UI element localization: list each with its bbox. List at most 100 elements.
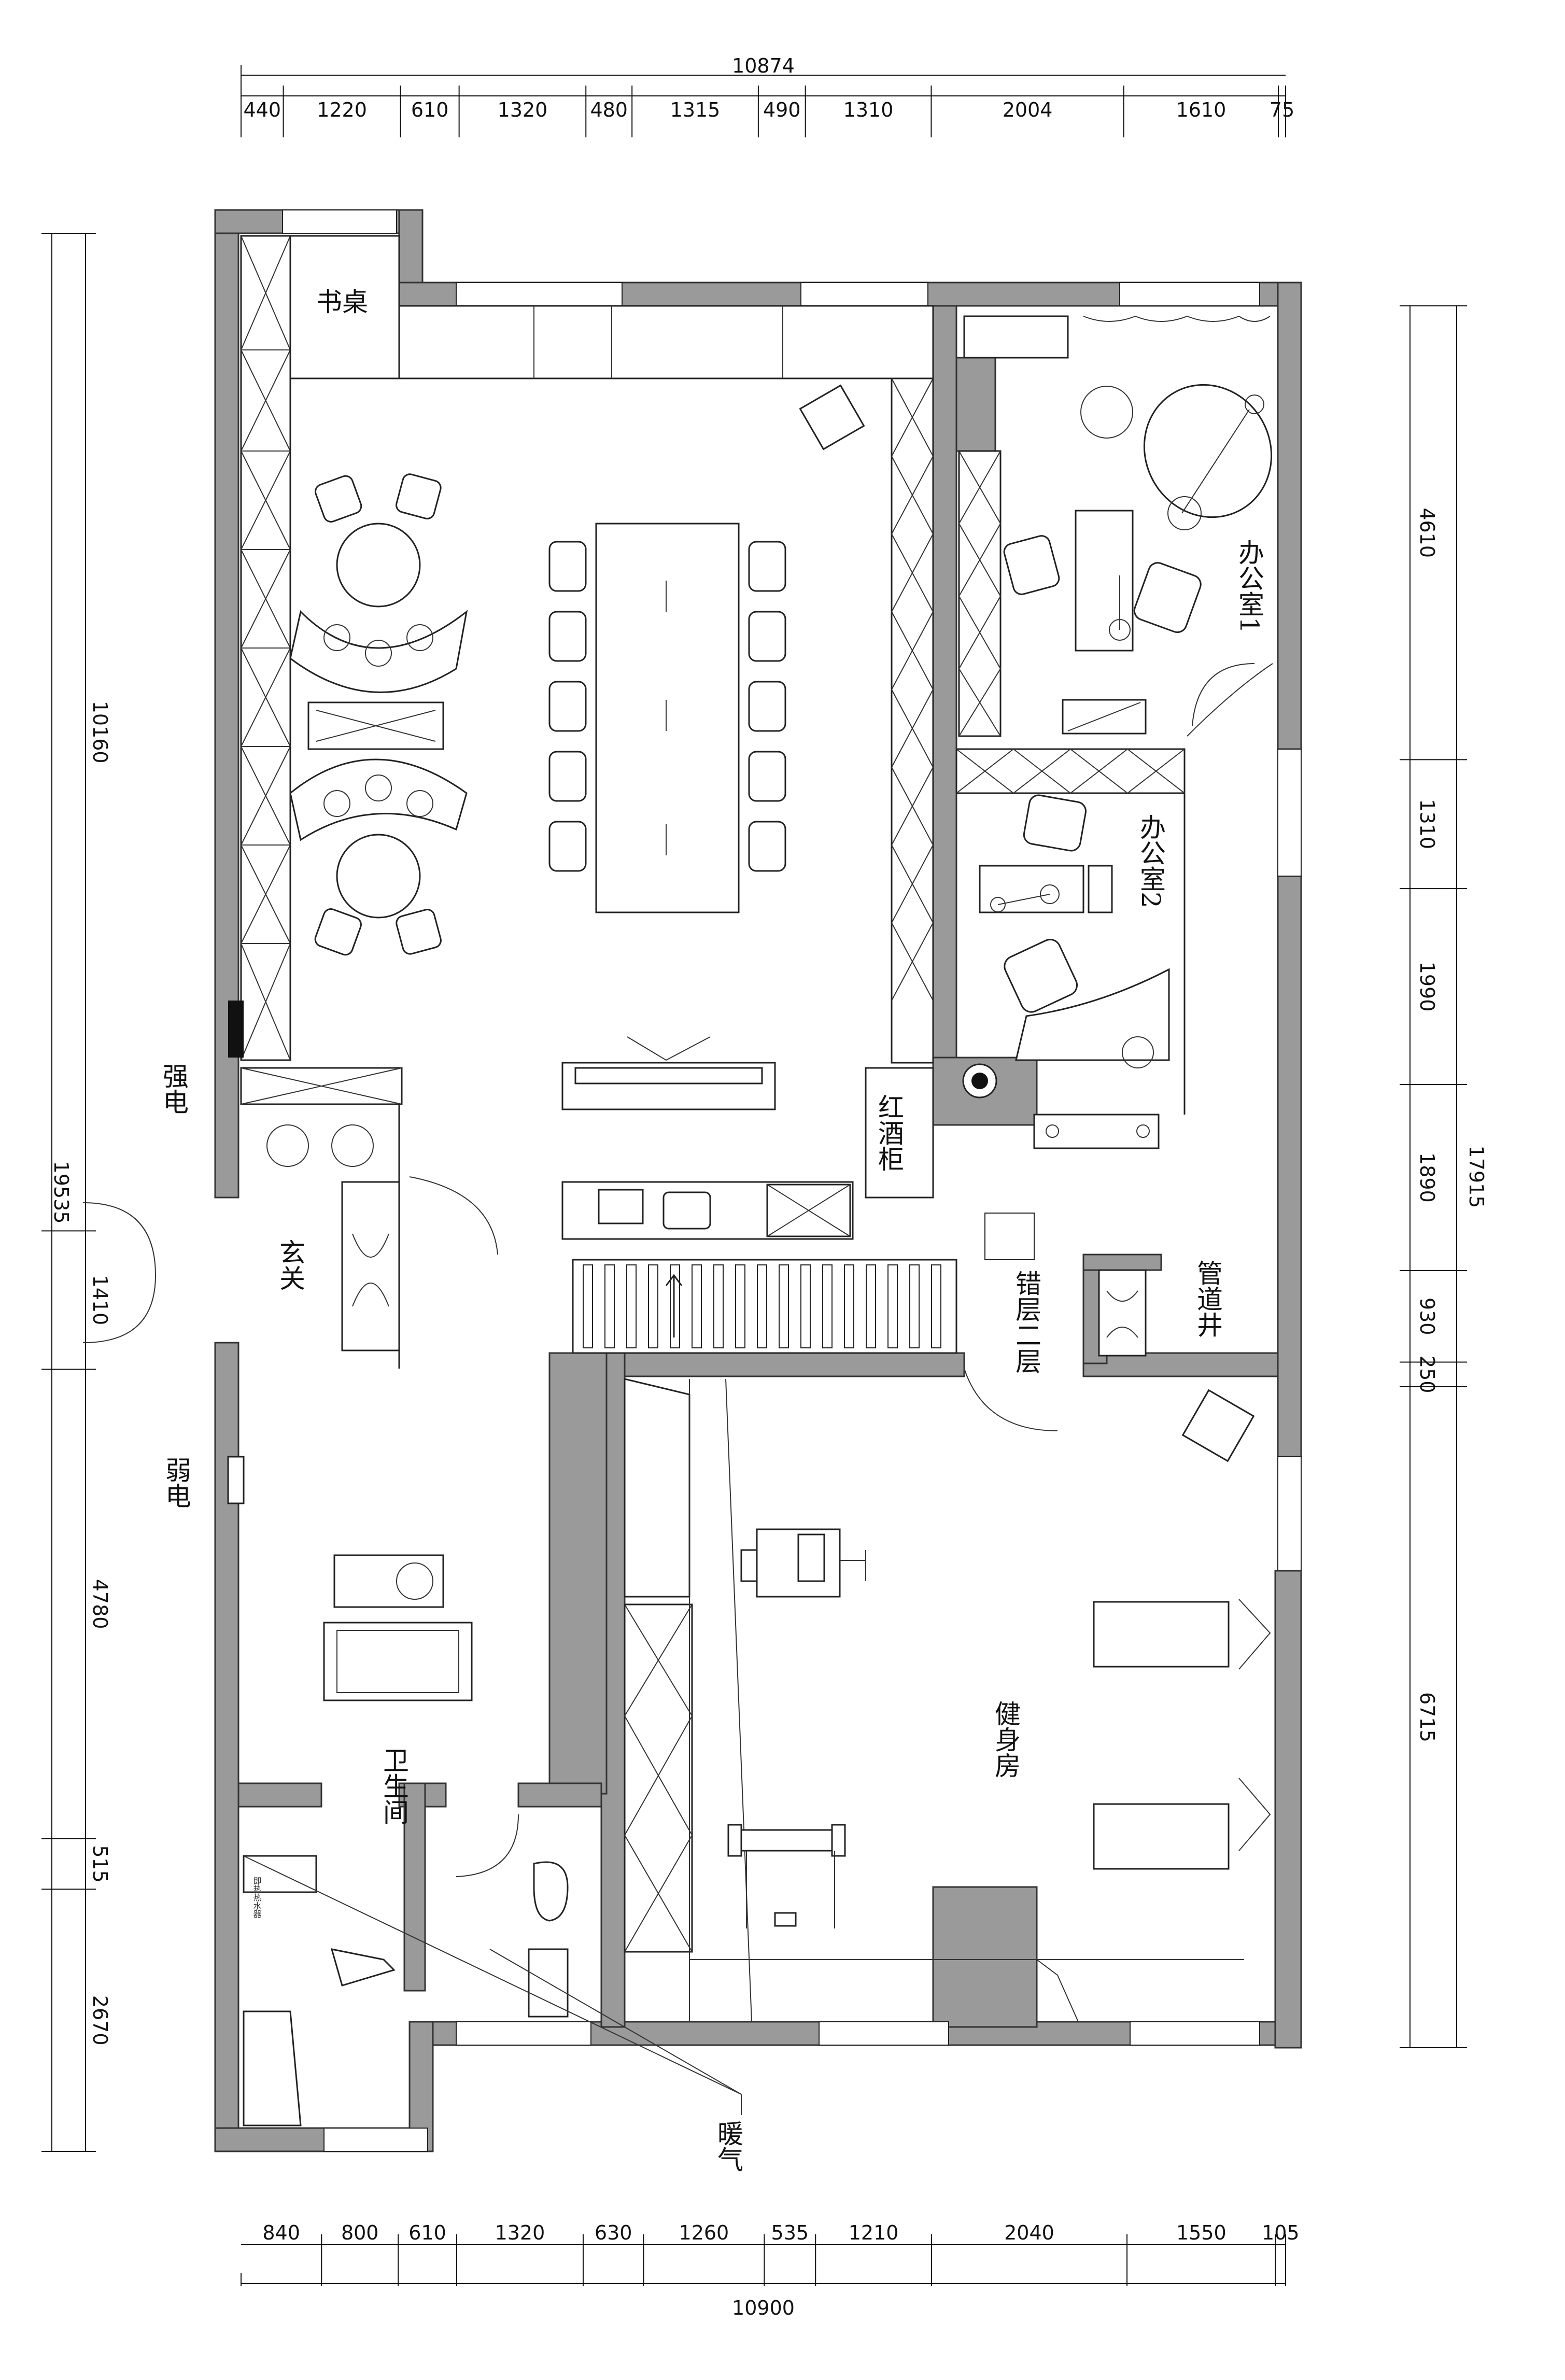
heating-leader — [243, 1855, 742, 2095]
left-dim-total-label: 19535 — [50, 1161, 73, 1224]
storage-column — [891, 377, 934, 1064]
stair-tread — [757, 1264, 767, 1348]
office-2 — [962, 793, 1186, 1149]
top-dim-segment-label: 1310 — [843, 98, 894, 121]
dining-chair — [748, 611, 786, 662]
wall-bath-top — [237, 1782, 322, 1808]
window-bottom-1 — [456, 2021, 591, 2046]
stair-tread — [844, 1264, 854, 1348]
water-heater-label: 即热热水器 — [252, 1877, 262, 1918]
stair-tread — [887, 1264, 898, 1348]
toilet — [533, 1861, 569, 1922]
top-dim-segment-label: 480 — [590, 98, 628, 121]
lounge-group-lower — [289, 758, 468, 956]
left-dim-segment-label: 10160 — [89, 701, 111, 764]
bath-door-swing — [456, 1814, 519, 1877]
wall-office-left — [932, 305, 957, 1059]
right-dim-segment-label: 250 — [1416, 1356, 1439, 1393]
entry-bench — [341, 1181, 400, 1351]
top-dim-segment-label: 1315 — [670, 98, 721, 121]
window-top-3 — [800, 282, 928, 306]
air-purifier — [799, 384, 865, 450]
right-dim-total-label: 17915 — [1465, 1146, 1488, 1208]
bottom-dim-segment-label: 800 — [341, 2221, 379, 2244]
bottom-dim-segment-label: 1320 — [495, 2221, 545, 2244]
stair-tread — [822, 1264, 833, 1348]
wall-gym-top — [616, 1352, 965, 1377]
dining-chair — [548, 541, 587, 592]
bottom-dim-segment-label: 840 — [262, 2221, 300, 2244]
top-dim-total-label: 10874 — [732, 54, 795, 77]
wall-left-upper — [214, 209, 239, 1199]
dining-chair — [748, 681, 786, 732]
stair-tread — [626, 1264, 637, 1348]
right-dim-segment-label: 1890 — [1416, 1152, 1439, 1203]
pipe-shaft-cabinet — [1098, 1269, 1147, 1357]
top-dim-segment-label: 1220 — [317, 98, 367, 121]
strong-power-label: 强电 — [159, 1063, 189, 1115]
dining-chair — [548, 751, 587, 802]
bathroom-label: 卫生间 — [379, 1747, 409, 1825]
top-dim-segment-label: 440 — [244, 98, 281, 121]
window-bottom-2 — [819, 2021, 949, 2046]
windows — [282, 209, 1302, 2152]
heating-label: 暖气 — [713, 2120, 743, 2172]
top-dim-segment-label: 610 — [411, 98, 449, 121]
dining-chair — [548, 821, 587, 872]
stair-tread — [713, 1264, 724, 1348]
top-cabinets — [398, 305, 934, 379]
top-dim-segment-label: 1610 — [1176, 98, 1226, 121]
office1-label: 办公室1 — [1234, 539, 1264, 633]
bottom-dim-segment-label: 1260 — [679, 2221, 729, 2244]
dining-chair — [748, 541, 786, 592]
window-top-2 — [456, 282, 623, 306]
bottom-dim-segment-label: 1210 — [849, 2221, 899, 2244]
strong-power-panel — [228, 1001, 244, 1058]
dining-chair — [548, 681, 587, 732]
right-dim-segment-label: 1310 — [1416, 799, 1439, 849]
stair-tread — [779, 1264, 789, 1348]
bottom-dim-segment-label: 610 — [408, 2221, 446, 2244]
left-dim-segment-label: 515 — [89, 1845, 111, 1883]
wall-bath-right — [548, 1352, 608, 1795]
lounge-group-upper — [289, 473, 468, 693]
right-dim-segment-label: 930 — [1416, 1298, 1439, 1335]
window-right-2 — [1277, 1456, 1302, 1571]
bottom-dim-segment-label: 2040 — [1004, 2221, 1054, 2244]
wall-right-upper — [1277, 281, 1302, 750]
bottom-dim-segment-label: 1550 — [1176, 2221, 1226, 2244]
kitchen-counter — [561, 1181, 854, 1240]
stair-tread — [648, 1264, 658, 1348]
water-heater — [243, 1855, 317, 1893]
split-level-label: 错层二层 — [1011, 1270, 1041, 1374]
bottom-dim-segment-label: 630 — [595, 2221, 632, 2244]
stair-tread — [909, 1264, 920, 1348]
stair-tread — [604, 1264, 615, 1348]
wall-top-step — [398, 209, 424, 286]
plant-1 — [266, 1124, 309, 1167]
desk — [289, 235, 400, 379]
left-dim-segment-label: 2670 — [89, 1995, 111, 2046]
right-dim-segment-label: 1990 — [1416, 962, 1439, 1012]
bookshelf-left — [228, 235, 291, 1061]
gym-door-swing — [964, 1368, 1058, 1431]
wall-gym-top-right — [1082, 1352, 1279, 1377]
vanity — [323, 1622, 473, 1701]
stair-tread — [735, 1264, 745, 1348]
wine-cabinet — [865, 1067, 934, 1199]
wine-cabinet-label: 红酒柜 — [874, 1094, 904, 1172]
office-1 — [958, 315, 1273, 737]
left-dim-segment-label: 1410 — [89, 1275, 111, 1326]
plant-2 — [331, 1124, 374, 1167]
office-divider-cabinet — [955, 748, 1186, 794]
top-dim-segment-label: 490 — [763, 98, 801, 121]
gym — [624, 1378, 1302, 2049]
office1-door-swing — [1187, 663, 1273, 737]
gym-label: 健身房 — [991, 1700, 1021, 1778]
foyer-label: 玄关 — [275, 1239, 305, 1291]
bottom-dim-segment-label: 535 — [771, 2221, 809, 2244]
